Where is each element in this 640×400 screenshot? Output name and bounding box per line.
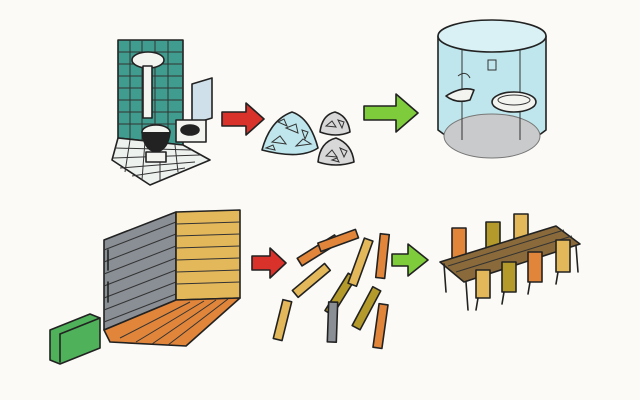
pod-bathtub [491,91,537,113]
bidet [175,77,213,143]
arrow-red-row1 [221,102,265,136]
sink-pedestal [142,65,153,119]
arrow-green-row2 [391,243,429,277]
pod-basin [445,72,475,103]
plank-room-icon [49,209,241,365]
glass-pod-icon [437,19,547,159]
glass-cylinder-top [437,19,547,53]
toilet [141,124,171,163]
green-block [49,313,101,365]
planks-icon [272,228,391,350]
rubble-icon [261,111,355,166]
front-chairs [475,239,571,311]
arrow-red-row2 [251,247,287,279]
table-chairs-icon [439,213,581,311]
bathroom-icon [111,39,213,186]
orange-plank-floor [103,297,241,347]
rubble-pile-dark [317,111,355,166]
table-top [439,225,581,283]
arrow-green-row1 [363,93,419,133]
pod-fixture [487,59,497,71]
pod-floor [443,113,541,159]
rubble-pile-light [261,111,319,156]
